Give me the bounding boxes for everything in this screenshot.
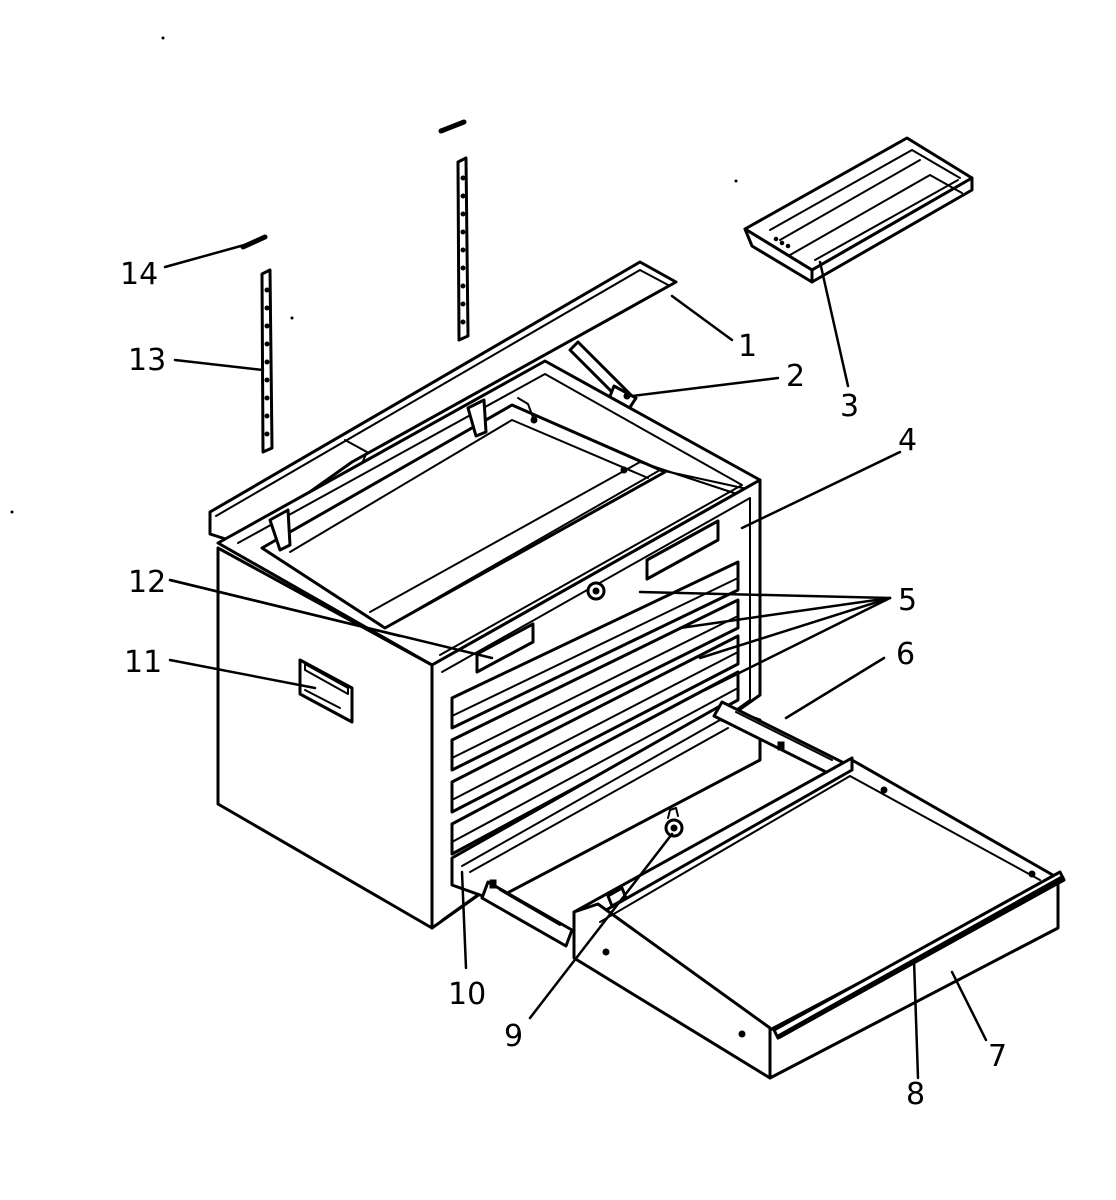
side-handle-part-11: [298, 658, 354, 724]
lock-part-4: [586, 581, 606, 601]
drawer-pull-part-8: [772, 870, 1066, 1040]
tote-tray-part-3: [743, 136, 974, 284]
callout-8: 8: [906, 1077, 925, 1112]
scan-specks: [10, 36, 738, 514]
callout-7: 7: [988, 1039, 1007, 1074]
hinge-strip-left-part-13: [260, 268, 274, 454]
callout-5: 5: [898, 583, 917, 618]
callout-6: 6: [896, 637, 915, 672]
callout-3: 3: [840, 389, 859, 424]
leader-lines: [163, 242, 988, 1080]
callout-9: 9: [504, 1019, 523, 1054]
callout-2: 2: [786, 359, 805, 394]
callout-11: 11: [124, 645, 162, 680]
callout-13: 13: [128, 343, 166, 378]
callout-10: 10: [448, 977, 486, 1012]
drawer-lock-part-9: [606, 807, 684, 908]
drawer-slide-part-6: [480, 700, 852, 948]
label-plate-part-12: [475, 519, 720, 674]
callout-4: 4: [898, 423, 917, 458]
callout-12: 12: [128, 565, 166, 600]
drawers-closed-part-5: [450, 560, 740, 856]
hinge-strip-right-part-13: [456, 156, 470, 342]
callout-14: 14: [120, 257, 158, 292]
callout-1: 1: [738, 329, 757, 364]
callout-labels: 1 2 3 4 5 6 7 8 9 10 11 12 13 14: [120, 257, 1007, 1112]
pin-part-14: [240, 119, 467, 250]
